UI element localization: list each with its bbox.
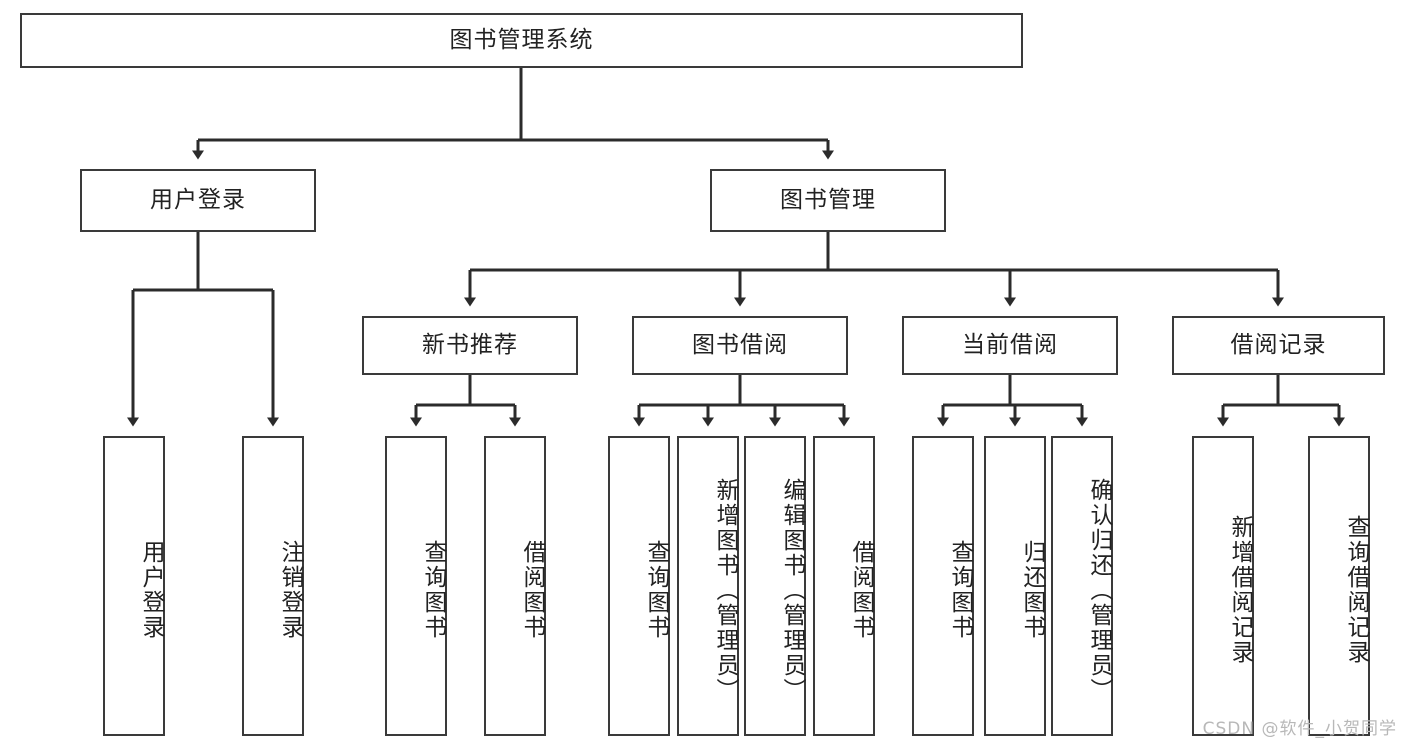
leaf-user-logout[interactable]: 注销登录 [242,436,304,736]
leaf-borrow-book-recommend-label: 借阅图书 [519,540,545,640]
leaf-add-borrow-record-label: 新增借阅记录 [1227,515,1253,665]
leaf-add-book[interactable]: 新增图书（管理员） [677,436,739,736]
node-current-borrow-label: 当前借阅 [962,332,1058,359]
leaf-user-login[interactable]: 用户登录 [103,436,165,736]
leaf-query-book-current-label: 查询图书 [947,540,973,640]
leaf-query-book-current[interactable]: 查询图书 [912,436,974,736]
leaf-user-login-label: 用户登录 [138,540,164,640]
node-borrow-record-label: 借阅记录 [1230,332,1327,359]
node-book-management[interactable]: 图书管理 [710,169,946,232]
leaf-confirm-return-label: 确认归还（管理员） [1086,477,1112,703]
leaf-add-borrow-record[interactable]: 新增借阅记录 [1192,436,1254,736]
leaf-query-book-recommend[interactable]: 查询图书 [385,436,447,736]
node-book-borrow[interactable]: 图书借阅 [632,316,848,375]
leaf-confirm-return[interactable]: 确认归还（管理员） [1051,436,1113,736]
leaf-user-logout-label: 注销登录 [277,540,303,640]
node-book-management-label: 图书管理 [780,187,876,214]
leaf-borrow-book-label: 借阅图书 [848,540,874,640]
node-borrow-record[interactable]: 借阅记录 [1172,316,1385,375]
node-root-label: 图书管理系统 [449,27,594,54]
node-current-borrow[interactable]: 当前借阅 [902,316,1118,375]
node-book-borrow-label: 图书借阅 [692,332,788,359]
node-new-book-recommend[interactable]: 新书推荐 [362,316,578,375]
leaf-edit-book[interactable]: 编辑图书（管理员） [744,436,806,736]
leaf-return-book-label: 归还图书 [1019,540,1045,640]
leaf-query-book-recommend-label: 查询图书 [420,540,446,640]
leaf-borrow-book[interactable]: 借阅图书 [813,436,875,736]
leaf-add-book-label: 新增图书（管理员） [712,477,738,703]
leaf-borrow-book-recommend[interactable]: 借阅图书 [484,436,546,736]
leaf-return-book[interactable]: 归还图书 [984,436,1046,736]
leaf-query-book-borrow-label: 查询图书 [643,540,669,640]
leaf-edit-book-label: 编辑图书（管理员） [779,477,805,703]
leaf-query-borrow-record-label: 查询借阅记录 [1343,515,1369,665]
watermark-text: CSDN @软件_小贺同学 [1202,719,1397,739]
node-new-book-recommend-label: 新书推荐 [422,332,518,359]
leaf-query-borrow-record[interactable]: 查询借阅记录 [1308,436,1370,736]
node-root[interactable]: 图书管理系统 [20,13,1023,68]
node-user-login-label: 用户登录 [150,187,246,214]
leaf-query-book-borrow[interactable]: 查询图书 [608,436,670,736]
node-user-login[interactable]: 用户登录 [80,169,316,232]
